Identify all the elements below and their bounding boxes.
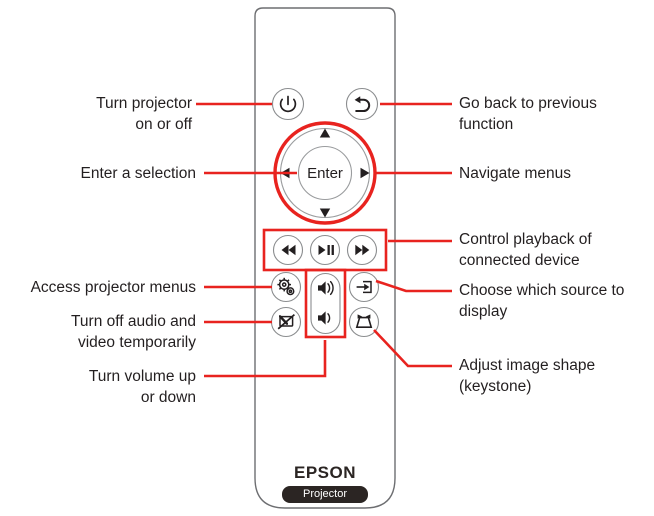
keystone-trapezoid-icon <box>355 314 373 329</box>
source-input-icon <box>356 280 372 294</box>
callout-label-volume: Turn volume up or down <box>88 368 196 406</box>
av-mute-screen <box>279 315 294 327</box>
rewind-button[interactable] <box>272 234 304 266</box>
volume-down-button[interactable] <box>318 311 331 325</box>
back-arrow-icon <box>354 96 371 112</box>
volume-up-icon <box>318 280 334 296</box>
callout-label-power: Turn projector on or off <box>96 95 192 133</box>
enter-button-circle[interactable] <box>297 145 353 201</box>
triangle-down-icon[interactable] <box>319 208 331 218</box>
av-mute-icon <box>277 313 295 330</box>
callout-label-enter: Enter a selection <box>80 165 196 182</box>
av-mute-slash <box>277 313 295 330</box>
back-button[interactable] <box>345 87 379 121</box>
leader-volume <box>204 340 327 378</box>
play-pause-button[interactable] <box>309 234 341 266</box>
volume-highlight-box <box>304 268 347 339</box>
epson-logo: EPSON <box>293 463 357 482</box>
volume-down-icon <box>318 311 331 325</box>
power-button[interactable] <box>271 87 305 121</box>
source-button[interactable] <box>348 271 380 303</box>
keystone-button-outline <box>348 306 380 338</box>
callout-label-back: Go back to previous function <box>459 95 597 133</box>
callout-label-av-mute: Turn off audio and video temporarily <box>71 313 196 351</box>
leader-keystone <box>373 329 452 368</box>
projector-badge: Projector <box>282 486 368 503</box>
callout-label-keystone: Adjust image shape (keystone) <box>459 357 596 395</box>
keystone-button[interactable] <box>348 306 380 338</box>
menu-button[interactable] <box>270 271 302 303</box>
fast-forward-button[interactable] <box>346 234 378 266</box>
triangle-up-icon[interactable] <box>319 128 331 138</box>
callout-label-source: Choose which source to display <box>459 282 625 320</box>
play-pause-icon <box>318 245 334 255</box>
triangle-right-icon[interactable] <box>360 167 370 179</box>
playback-row[interactable] <box>262 228 388 272</box>
fast-forward-icon <box>355 244 370 256</box>
enter-button-label: Enter <box>307 165 343 182</box>
callout-label-navigate: Navigate menus <box>459 165 572 182</box>
navigation-pad[interactable] <box>273 121 377 225</box>
power-icon <box>279 95 297 113</box>
leader-source <box>375 279 452 293</box>
back-button-outline <box>345 87 379 121</box>
volume-control[interactable] <box>304 268 347 339</box>
callout-label-playback: Control playback of connected device <box>459 231 592 269</box>
callout-label-menu: Access projector menus <box>30 279 196 296</box>
rewind-icon <box>281 244 296 256</box>
volume-up-button[interactable] <box>318 280 334 296</box>
gear-icon <box>277 277 295 296</box>
